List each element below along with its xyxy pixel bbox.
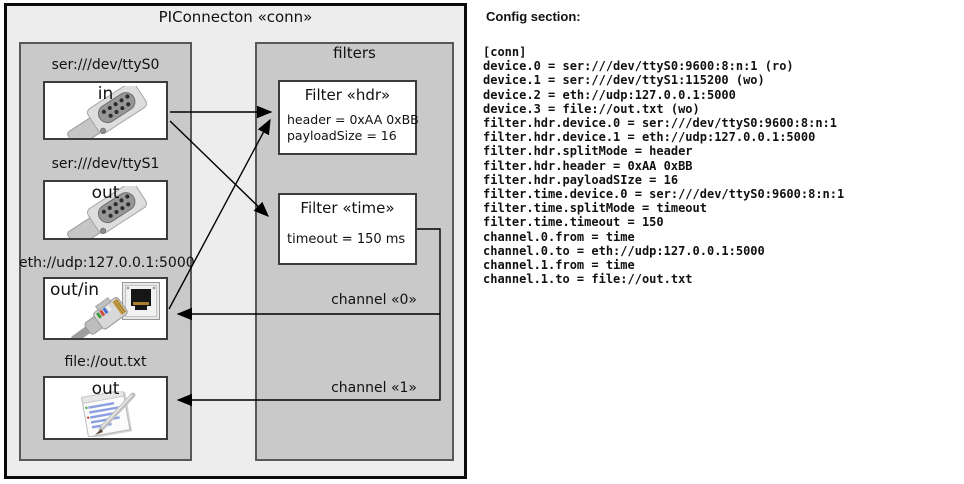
ethernet-jack-icon: [122, 282, 160, 320]
notepad-icon: [80, 391, 136, 437]
device-uri-label: file://out.txt: [64, 354, 147, 370]
config-section-title: Config section:: [486, 9, 581, 24]
device-uri-label: ser:///dev/ttyS1: [51, 156, 160, 172]
filter-properties: timeout = 150 ms: [287, 232, 405, 248]
filter-title: Filter «hdr»: [304, 86, 391, 104]
device-mode-label: out: [91, 379, 120, 399]
filter-box-time: Filter «time» timeout = 150 ms: [278, 193, 417, 265]
device-uri-label: eth://udp:127.0.0.1:5000: [19, 255, 195, 271]
device-mode-label: in: [97, 84, 114, 104]
device-box-ttyS1: out: [43, 180, 168, 240]
device-mode-label: out/in: [50, 280, 100, 300]
channel-1-label: channel «1»: [331, 380, 417, 396]
channel-0-label: channel «0»: [331, 292, 417, 308]
ethernet-plug-icon: [70, 297, 128, 338]
device-mode-label: out: [91, 183, 120, 203]
config-section-body: [conn] device.0 = ser:///dev/ttyS0:9600:…: [483, 45, 845, 287]
diagram-title: PIConnecton «conn»: [158, 8, 313, 26]
filters-panel-title: filters: [333, 44, 376, 62]
filter-title: Filter «time»: [300, 199, 395, 217]
device-box-eth: out/in: [43, 277, 168, 340]
serial-connector-icon: [67, 186, 147, 238]
device-box-ttyS0: in: [43, 81, 168, 140]
filter-prop: header = 0xAA 0xBB: [287, 112, 419, 127]
filter-prop: timeout = 150 ms: [287, 232, 406, 247]
filter-prop: payloadSize = 16: [287, 128, 397, 143]
device-box-file: out: [43, 376, 168, 440]
device-uri-label: ser:///dev/ttyS0: [51, 57, 160, 73]
serial-connector-icon: [67, 86, 147, 138]
